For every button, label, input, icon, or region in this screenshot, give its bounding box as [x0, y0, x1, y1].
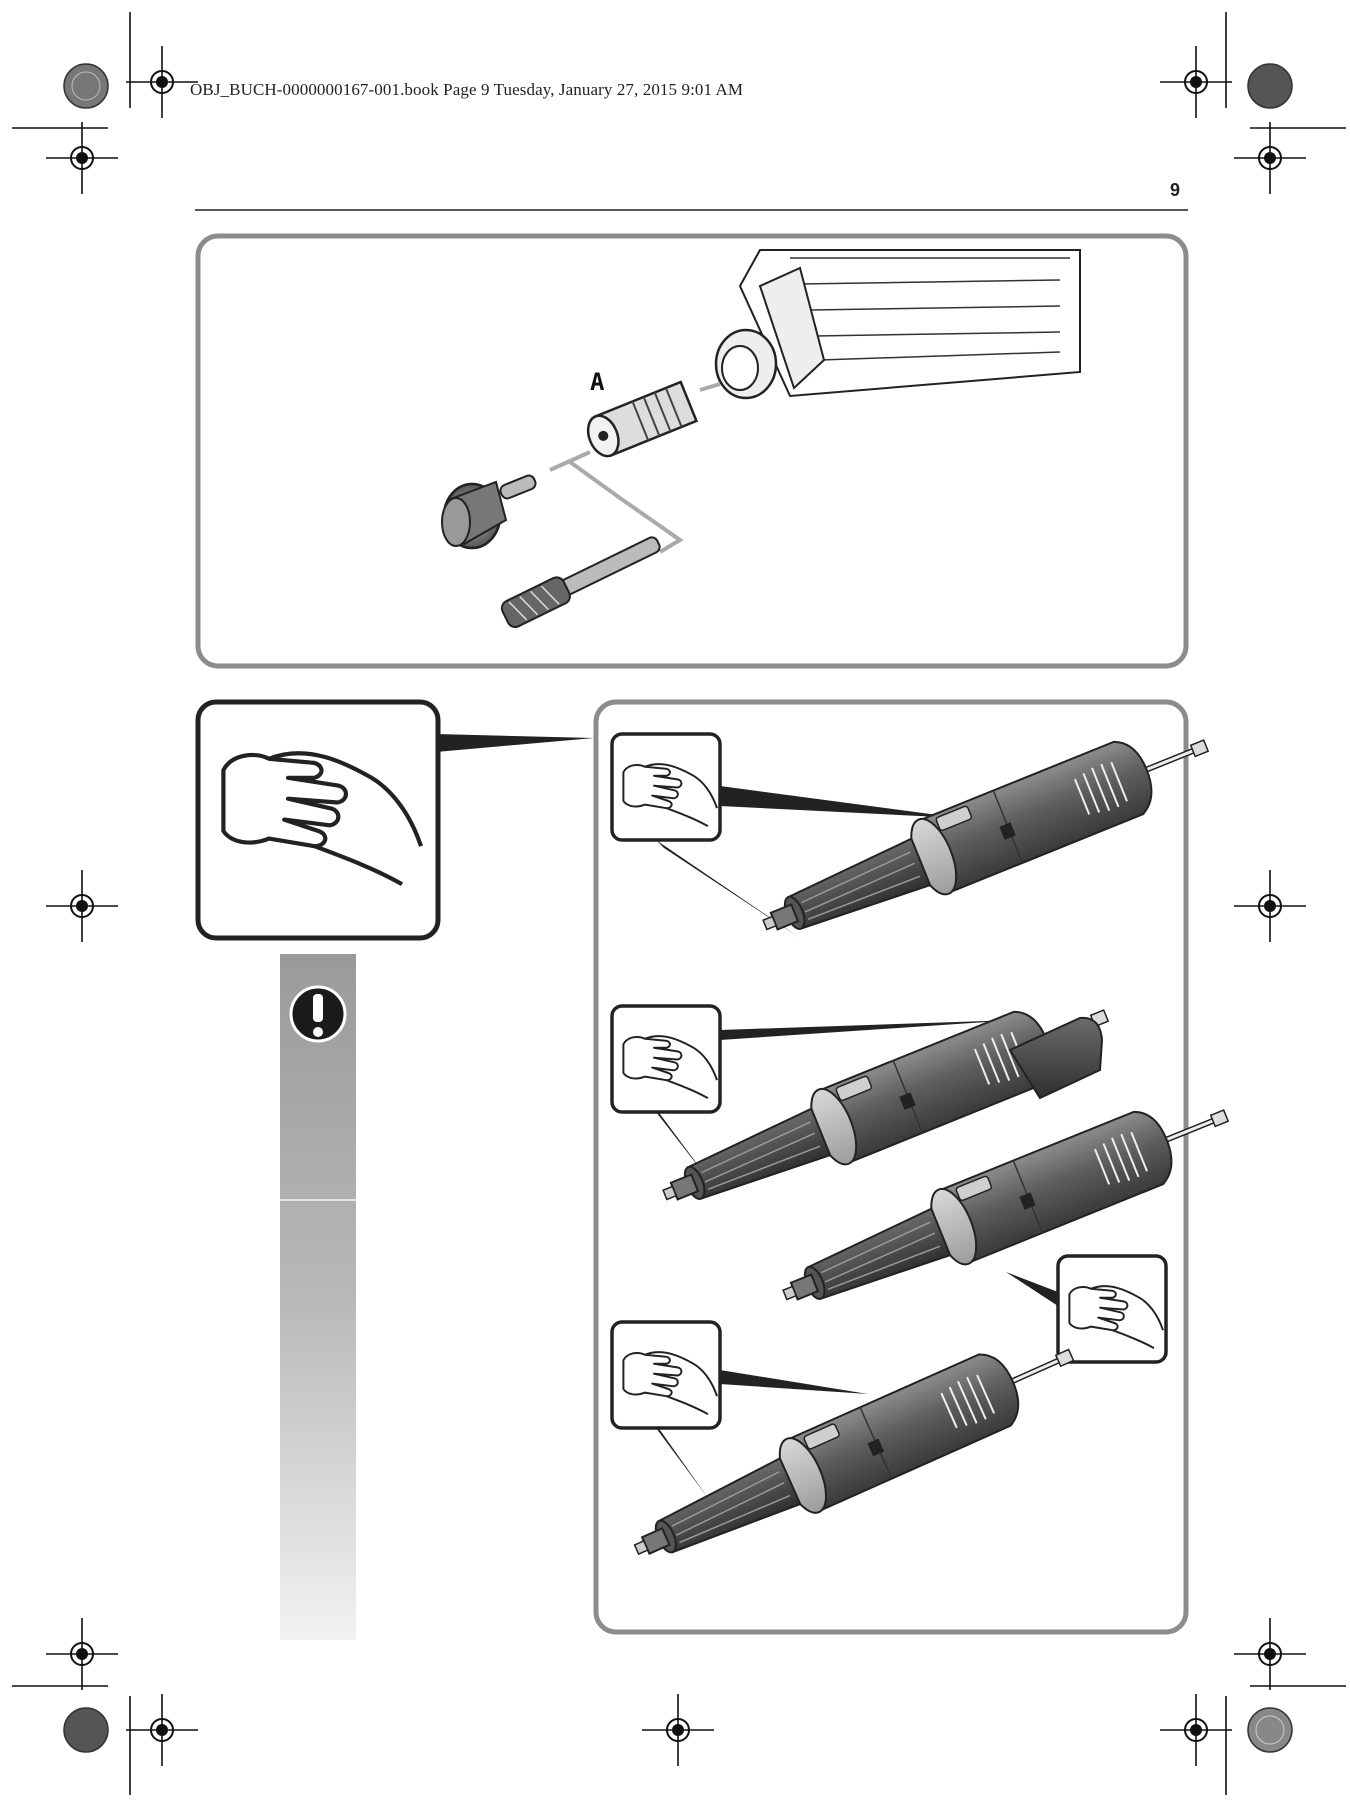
crop-registration-mark-icon — [125, 45, 199, 119]
die-grinder-1 — [750, 709, 1221, 961]
grinder-spindle-nose — [714, 249, 1081, 400]
crop-registration-mark-icon — [125, 1693, 199, 1767]
crop-registration-mark-icon — [45, 1617, 119, 1691]
warning-side-panel — [280, 954, 356, 1640]
crop-registration-mark-icon — [1233, 869, 1307, 943]
crop-registration-mark-icon — [1233, 1617, 1307, 1691]
exclamation-warning-icon — [289, 985, 347, 1043]
hand-detail-frame — [195, 699, 441, 941]
rotary-burr — [500, 536, 661, 628]
color-target-icon — [63, 1707, 109, 1753]
color-target-icon — [1247, 1707, 1293, 1753]
callout-pointer — [436, 734, 594, 752]
color-target-icon — [1247, 63, 1293, 109]
crop-registration-mark-icon — [1159, 45, 1233, 119]
figure-frame-grip — [593, 699, 1189, 1635]
crop-registration-mark-icon — [1159, 1693, 1233, 1767]
mounted-point-disc — [441, 474, 537, 550]
crop-registration-mark-icon — [45, 121, 119, 195]
callout-label-a: A — [590, 368, 605, 396]
color-target-icon — [63, 63, 109, 109]
page-number: 9 — [1170, 180, 1181, 200]
collet-a — [586, 380, 699, 458]
crop-registration-mark-icon — [45, 869, 119, 943]
crop-registration-mark-icon — [641, 1693, 715, 1767]
print-slug-header: OBJ_BUCH-0000000167-001.book Page 9 Tues… — [190, 80, 744, 99]
figure-frame-top — [195, 233, 1189, 669]
crop-registration-mark-icon — [1233, 121, 1307, 195]
